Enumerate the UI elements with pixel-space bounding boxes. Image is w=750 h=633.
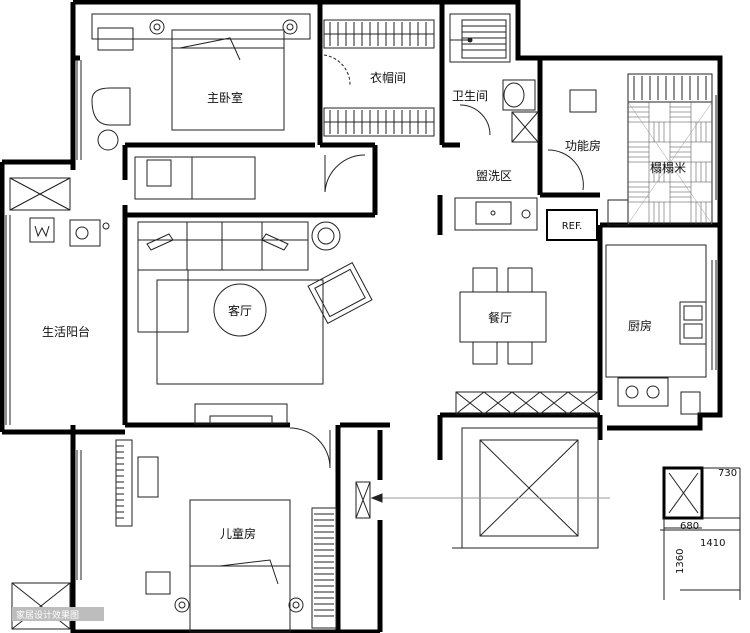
dim-730: 730: [718, 468, 737, 479]
kitchen: [605, 244, 707, 415]
label-dining-room: 餐厅: [488, 310, 512, 325]
label-washing-area: 盥洗区: [476, 169, 512, 183]
kids-room: [11, 427, 371, 633]
label-living-room: 客厅: [228, 303, 252, 318]
fridge-label: REF.: [562, 221, 583, 232]
dim-1360: 1360: [675, 549, 686, 574]
label-living-balcony: 生活阳台: [42, 324, 90, 339]
cloakroom: [323, 19, 435, 137]
label-master-bedroom: 主卧室: [207, 90, 243, 105]
label-tatami: 榻榻米: [650, 161, 686, 175]
label-cloakroom: 衣帽间: [370, 70, 406, 85]
walls: [0, 0, 723, 633]
label-function-room: 功能房: [565, 138, 601, 153]
label-kids-room: 儿童房: [220, 526, 256, 541]
label-kitchen: 厨房: [628, 318, 652, 333]
living-room: [137, 221, 373, 425]
master-bedroom: [91, 13, 366, 200]
details: [5, 60, 717, 580]
bathroom: [449, 13, 539, 143]
dim-680: 680: [680, 521, 699, 532]
dim-1410: 1410: [700, 538, 725, 549]
shaft-area: [370, 427, 610, 549]
dimension-key: [660, 466, 741, 600]
washing-area: [454, 197, 598, 241]
balcony: [9, 177, 110, 247]
watermark-bg: [12, 607, 104, 621]
label-bathroom: 卫生间: [452, 89, 488, 103]
tatami-pattern: [627, 101, 713, 225]
watermark: 家居设计效果图: [16, 609, 79, 621]
dining-room: [455, 267, 599, 415]
